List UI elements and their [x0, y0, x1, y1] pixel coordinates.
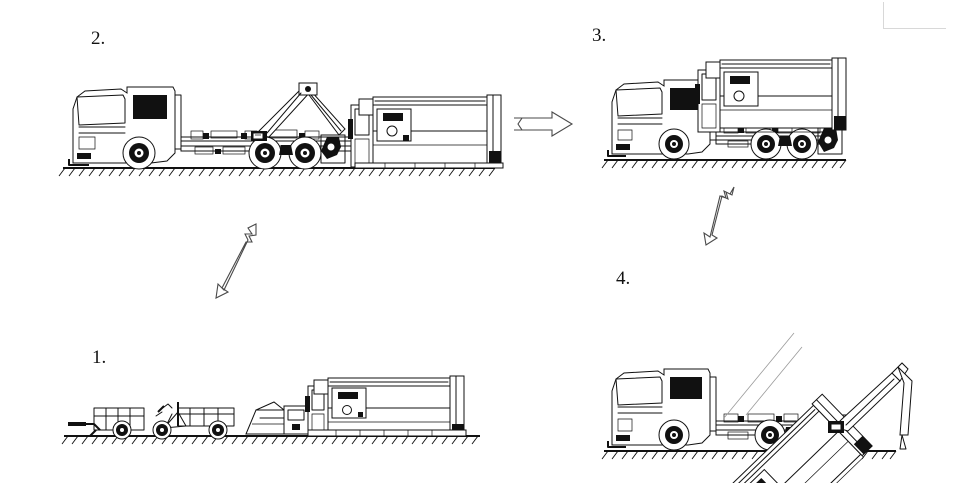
wheel-front — [122, 136, 156, 170]
container-loaded-step-3 — [695, 57, 847, 133]
truck-loaded-step-3 — [607, 79, 843, 160]
container-on-ground-step-2 — [348, 94, 504, 169]
tricycle-cart-step-1 — [152, 402, 235, 440]
wheel-tricycle-front — [152, 420, 172, 440]
corner-registration-mark — [883, 2, 946, 29]
hook-arm-tipping-step-4 — [828, 362, 913, 450]
tipping-guide-lines — [723, 332, 803, 419]
wheel-tricycle-rear — [208, 420, 228, 440]
step-1-panel — [60, 368, 500, 450]
wheel-front — [658, 419, 690, 451]
step-1-number: 1. — [92, 347, 107, 368]
wheel-rear-1 — [248, 136, 282, 170]
step-2-panel — [55, 75, 515, 185]
truck-step-2 — [68, 86, 356, 170]
step-4-number: 4. — [616, 268, 631, 289]
arrow-3-to-4 — [700, 185, 748, 247]
hook-arm-raised-step-2 — [251, 82, 346, 141]
arrow-2-to-3 — [512, 108, 584, 142]
step-3-number: 3. — [592, 25, 607, 46]
step-3-panel — [596, 48, 866, 176]
handcart-step-1 — [68, 407, 145, 440]
wheel-handcart — [112, 420, 132, 440]
stationary-compactor-step-1 — [245, 375, 467, 437]
wheel-rear-2 — [786, 128, 818, 160]
step-2-number: 2. — [91, 28, 106, 49]
wheel-rear-1 — [750, 128, 782, 160]
wheel-rear-2 — [288, 136, 322, 170]
arrow-1-to-2 — [212, 222, 268, 304]
step-4-panel — [596, 255, 926, 483]
ground-line-step-2 — [58, 167, 496, 177]
ground-line-step-3 — [601, 159, 847, 169]
container-tipped-step-4 — [719, 393, 873, 483]
wheel-front — [658, 128, 690, 160]
